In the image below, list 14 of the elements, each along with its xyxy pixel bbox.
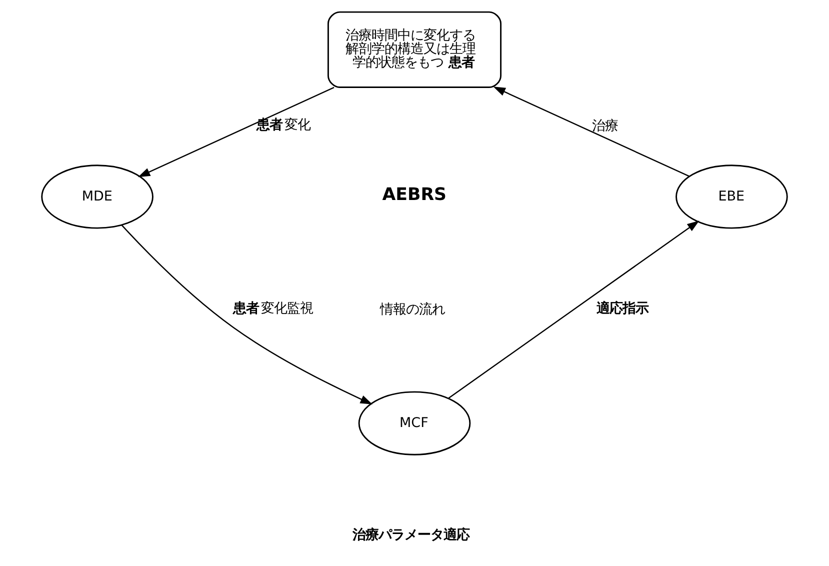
label: 情報の流れ (380, 302, 445, 318)
arrow (121, 224, 373, 404)
edge-label: 患者変化監視 (233, 300, 314, 317)
arrow (493, 86, 690, 177)
node-ellipse: EBE (676, 164, 788, 229)
label: AEBRS (382, 184, 447, 205)
node-box: 治療時間中に変化する解剖学的構造又は生理学的状態をもつ患者 (327, 11, 502, 88)
edge-label: 患者変化 (256, 116, 310, 133)
node-ellipse: MDE (41, 164, 154, 229)
arrow (448, 220, 700, 399)
edge-label: 治療 (592, 118, 618, 134)
arrow (138, 86, 334, 178)
label: 治療パラメータ適応 (352, 527, 470, 544)
edge-label: 適応指示 (596, 300, 649, 317)
